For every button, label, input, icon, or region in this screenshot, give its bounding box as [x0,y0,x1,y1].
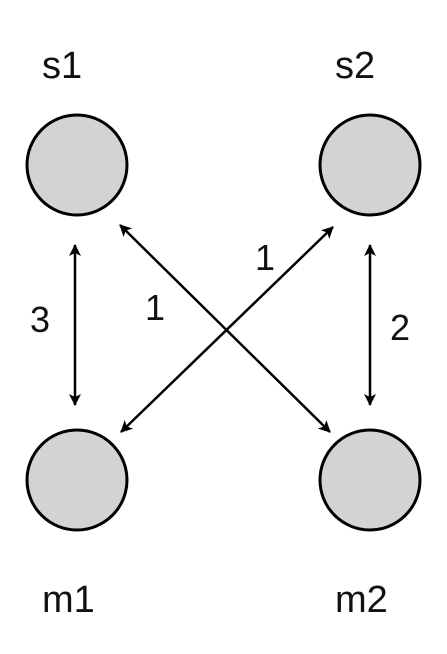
node-label-m2: m2 [335,579,388,621]
node-label-s2: s2 [335,45,375,87]
edge-label-s2-m1: 1 [255,237,275,278]
node-s1 [25,113,129,217]
edge-label-s1-m1: 3 [30,299,50,340]
node-m1 [25,428,129,532]
node-m2 [318,428,422,532]
node-label-m1: m1 [42,579,95,621]
edge-label-s1-m2: 1 [145,287,165,328]
edge-label-s2-m2: 2 [390,307,410,348]
node-s2 [318,113,422,217]
edge-s2-m1 [120,226,334,433]
node-label-s1: s1 [42,45,82,87]
